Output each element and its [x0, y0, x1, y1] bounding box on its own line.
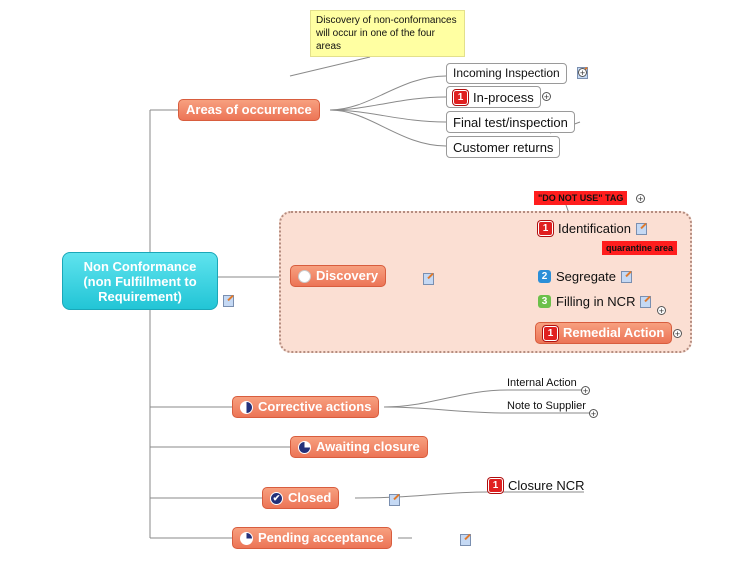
- subtopic-label: Closure NCR: [508, 478, 585, 493]
- priority-1-icon: 1: [488, 478, 503, 493]
- note-icon[interactable]: [422, 273, 434, 285]
- note-icon[interactable]: [459, 534, 471, 546]
- subtopic-final-test[interactable]: Final test/inspection: [446, 111, 575, 133]
- subtopic-internal-action[interactable]: Internal Action: [507, 377, 577, 389]
- topic-areas-of-occurrence[interactable]: Areas of occurrence: [178, 99, 320, 121]
- central-line-3: Requirement): [98, 289, 182, 304]
- progress-25-icon: [240, 531, 253, 545]
- central-line-2: (non Fulfillment to: [83, 274, 197, 289]
- topic-label: Awaiting closure: [316, 439, 420, 454]
- priority-1-icon: 1: [538, 221, 553, 236]
- subtopic-identification[interactable]: 1 Identification: [538, 221, 647, 236]
- expand-plus-icon[interactable]: +: [542, 92, 551, 102]
- expand-plus-icon[interactable]: +: [673, 329, 682, 339]
- note-icon[interactable]: [389, 494, 401, 506]
- expand-plus-icon[interactable]: +: [578, 68, 587, 78]
- callout-line-2: will occur in one of the four: [316, 28, 435, 39]
- priority-1-icon: 1: [543, 325, 558, 341]
- progress-75-icon: [298, 440, 311, 454]
- subtopic-segregate[interactable]: 2 Segregate: [538, 269, 632, 284]
- subtopic-label: Filling in NCR: [556, 294, 636, 309]
- topic-awaiting-closure[interactable]: Awaiting closure: [290, 436, 428, 458]
- topic-label: Corrective actions: [258, 399, 372, 414]
- expand-plus-icon[interactable]: +: [657, 306, 666, 316]
- callout-note: Discovery of non-conformances will occur…: [310, 10, 465, 57]
- expand-plus-icon[interactable]: +: [581, 386, 590, 396]
- subtopic-customer-returns[interactable]: Customer returns: [446, 136, 561, 158]
- topic-label: Discovery: [316, 268, 379, 283]
- topic-corrective-actions[interactable]: Corrective actions: [232, 396, 380, 418]
- priority-3-icon: 3: [538, 295, 551, 308]
- central-topic[interactable]: Non Conformance (non Fulfillment to Requ…: [62, 252, 218, 310]
- topic-label: Closed: [288, 490, 332, 505]
- subtopic-label: Final test/inspection: [453, 114, 568, 130]
- subtopic-label: Identification: [558, 221, 631, 236]
- subtopic-label: Segregate: [556, 269, 616, 284]
- note-icon[interactable]: [636, 222, 647, 235]
- subtopic-in-process[interactable]: 1 In-process: [446, 86, 541, 108]
- topic-pending-acceptance[interactable]: Pending acceptance: [232, 527, 392, 549]
- callout-line-1: Discovery of non-conformances: [316, 15, 457, 26]
- quarantine-area-tag: quarantine area: [602, 241, 678, 255]
- topic-discovery[interactable]: Discovery: [290, 265, 387, 287]
- topic-label: Remedial Action: [563, 325, 665, 340]
- topic-label: Pending acceptance: [258, 530, 384, 545]
- progress-0-icon: [298, 269, 311, 283]
- subtopic-label: In-process: [473, 89, 534, 105]
- callout-line-3: areas: [316, 41, 342, 52]
- central-line-1: Non Conformance: [83, 259, 197, 274]
- expand-plus-icon[interactable]: +: [589, 409, 598, 419]
- progress-50-icon: [240, 400, 253, 414]
- note-icon[interactable]: [640, 295, 652, 308]
- priority-2-icon: 2: [538, 270, 551, 283]
- subtopic-label: Customer returns: [453, 139, 554, 155]
- priority-1-icon: 1: [453, 89, 468, 105]
- topic-remedial-action[interactable]: 1 Remedial Action: [535, 322, 673, 344]
- subtopic-closure-ncr[interactable]: 1 Closure NCR: [488, 478, 585, 493]
- central-note-icon[interactable]: [223, 295, 234, 307]
- checkmark-icon: ✔: [270, 491, 283, 505]
- expand-plus-icon[interactable]: +: [636, 194, 645, 204]
- do-not-use-tag: "DO NOT USE" TAG: [534, 191, 628, 205]
- subtopic-label: Incoming Inspection: [453, 66, 560, 80]
- subtopic-incoming-inspection[interactable]: Incoming Inspection: [446, 63, 567, 84]
- subtopic-note-to-supplier[interactable]: Note to Supplier: [507, 400, 586, 412]
- subtopic-filling-in-ncr[interactable]: 3 Filling in NCR: [538, 294, 652, 309]
- topic-closed[interactable]: ✔ Closed: [262, 487, 340, 509]
- topic-label: Areas of occurrence: [186, 102, 312, 117]
- note-icon[interactable]: [621, 270, 632, 283]
